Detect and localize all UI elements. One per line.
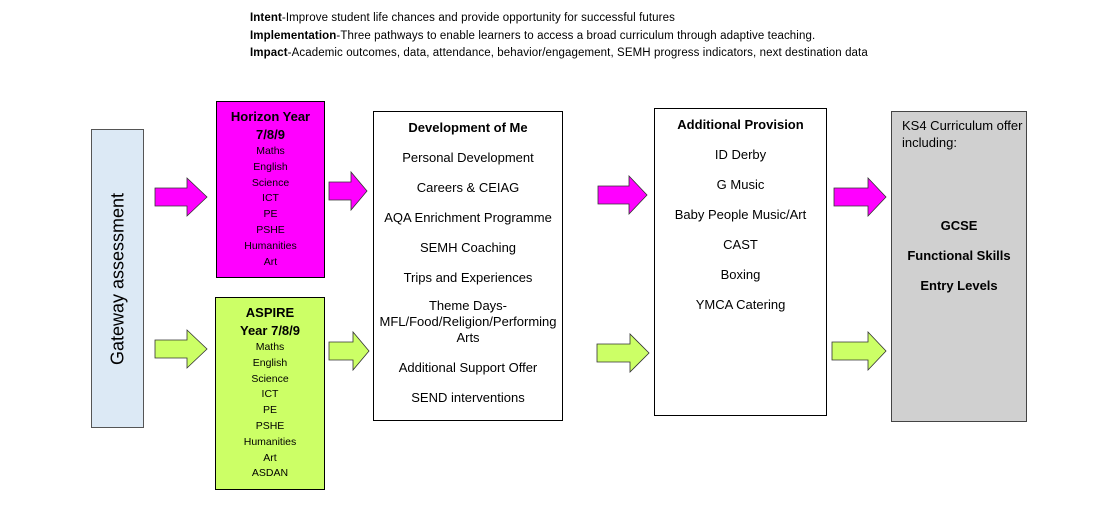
ks4-item: GCSE bbox=[940, 218, 978, 233]
additional-provision-item: ID Derby bbox=[714, 147, 767, 162]
impact-text: -Academic outcomes, data, attendance, be… bbox=[287, 47, 868, 59]
gateway-assessment-box: Gateway assessment bbox=[91, 129, 144, 428]
development-item: SEMH Coaching bbox=[419, 240, 517, 255]
development-item: Trips and Experiences bbox=[403, 270, 533, 285]
development-item: Additional Support Offer bbox=[398, 360, 538, 375]
development-item: Personal Development bbox=[402, 150, 534, 165]
horizon-title-line2: 7/8/9 bbox=[256, 127, 285, 142]
aspire-subject-item: ASDAN bbox=[251, 467, 289, 480]
aspire-subject-item: English bbox=[252, 356, 288, 369]
arrow-aspire-to-development bbox=[328, 330, 370, 372]
ks4-item: Entry Levels bbox=[920, 278, 998, 293]
aspire-subject-item: Science bbox=[251, 372, 289, 385]
gateway-assessment-label: Gateway assessment bbox=[107, 192, 127, 365]
horizon-subject-item: PSHE bbox=[256, 223, 285, 236]
aspire-title-line2: Year 7/8/9 bbox=[240, 323, 300, 338]
arrow-additional-to-ks4-magenta bbox=[833, 176, 887, 218]
arrow-gateway-to-aspire bbox=[154, 329, 208, 369]
impact-label: Impact bbox=[250, 47, 288, 59]
aspire-subject-item: Maths bbox=[255, 341, 285, 353]
horizon-subject-item: ICT bbox=[262, 192, 279, 205]
additional-provision-item: CAST bbox=[723, 237, 758, 252]
arrow-horizon-to-development bbox=[328, 170, 368, 212]
intent-label: Intent bbox=[250, 12, 282, 24]
horizon-subject-item: English bbox=[253, 160, 288, 173]
horizon-subject-item: Art bbox=[263, 255, 278, 268]
horizon-subject-item: PE bbox=[263, 208, 278, 221]
implementation-text: -Three pathways to enable learners to ac… bbox=[336, 30, 816, 42]
aspire-subject-item: Humanities bbox=[243, 435, 297, 448]
additional-provision-item: Boxing bbox=[720, 267, 761, 282]
ks4-title: KS4 Curriculum offer including: bbox=[902, 118, 1023, 150]
aspire-subject-item: Art bbox=[263, 451, 277, 464]
development-title: Development of Me bbox=[408, 120, 528, 135]
horizon-subject-item: Science bbox=[251, 176, 290, 189]
aspire-subject-item: ICT bbox=[261, 388, 279, 401]
implementation-label: Implementation bbox=[250, 30, 337, 42]
arrow-development-to-additional-green bbox=[596, 333, 650, 373]
development-item: SEND interventions bbox=[411, 390, 525, 405]
impact-line: Impact-Academic outcomes, data, attendan… bbox=[250, 47, 868, 59]
implementation-line: Implementation-Three pathways to enable … bbox=[250, 30, 815, 42]
additional-provision-title: Additional Provision bbox=[677, 117, 804, 132]
additional-provision-item: G Music bbox=[716, 177, 765, 192]
arrow-development-to-additional-magenta bbox=[597, 174, 648, 216]
intent-line: Intent-Improve student life chances and … bbox=[250, 12, 675, 24]
arrow-gateway-to-horizon bbox=[154, 177, 208, 217]
arrow-additional-to-ks4-green bbox=[831, 330, 887, 372]
aspire-subject-item: PSHE bbox=[255, 419, 285, 432]
horizon-subject-item: Humanities bbox=[244, 239, 297, 252]
aspire-subject-item: PE bbox=[262, 404, 277, 417]
additional-provision-item: Baby People Music/Art bbox=[674, 207, 807, 222]
development-item: AQA Enrichment Programme bbox=[384, 210, 552, 225]
development-item: Careers & CEIAG bbox=[416, 180, 520, 195]
ks4-curriculum-box: KS4 Curriculum offer including: GCSE Func… bbox=[891, 111, 1027, 422]
horizon-title: Horizon Year 7/8/9 bbox=[217, 108, 324, 144]
additional-provision-item: YMCA Catering bbox=[695, 297, 786, 312]
horizon-title-line1: Horizon Year bbox=[230, 109, 311, 124]
aspire-title: ASPIRE Year 7/8/9 bbox=[216, 304, 324, 340]
ks4-item: Functional Skills bbox=[907, 248, 1011, 263]
intent-text: -Improve student life chances and provid… bbox=[281, 12, 675, 24]
horizon-subject-item: Maths bbox=[256, 145, 285, 157]
aspire-title-line1: ASPIRE bbox=[245, 305, 295, 320]
